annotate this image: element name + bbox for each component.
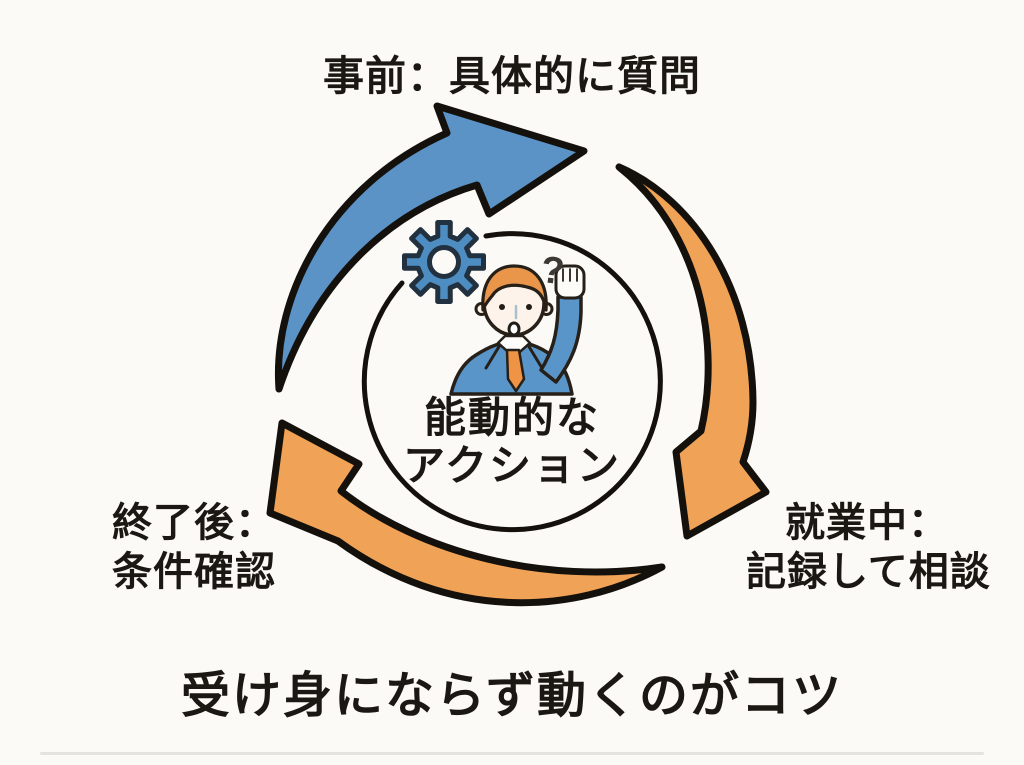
gear-icon (402, 220, 486, 304)
necktie (505, 348, 526, 393)
bottom-tagline-text: 受け身にならず動くのがコツ (180, 669, 844, 723)
arrow-bottom-after (266, 419, 666, 607)
eye-left (499, 304, 505, 310)
gear-hole (427, 245, 461, 279)
label-step-during-line1: 就業中： (785, 501, 949, 545)
label-step-after: 終了後： 条件確認 (112, 499, 276, 597)
label-step-during-line2: 記録して相談 (746, 549, 991, 594)
eye-right (526, 304, 532, 310)
label-step-during: 就業中： 記録して相談 (746, 499, 991, 597)
center-label-line1: 能動的な (423, 394, 600, 441)
arrow-top-before (274, 102, 588, 393)
label-step-after-line1: 終了後： (112, 501, 276, 545)
hair (481, 264, 548, 312)
question-mark: ? (538, 249, 566, 294)
center-label: 能動的な アクション (0, 394, 1024, 490)
raised-arm (539, 295, 583, 384)
center-label-line2: アクション (403, 441, 621, 489)
label-step-before: 事前：具体的に質問 (0, 42, 1024, 102)
inner-circle (361, 231, 663, 533)
label-step-before-text: 事前：具体的に質問 (323, 53, 701, 99)
bottom-edge-artifact (40, 752, 984, 755)
arrow-right-during (615, 163, 770, 540)
suit-lapels (484, 343, 544, 370)
bottom-tagline: 受け身にならず動くのがコツ (0, 656, 1024, 727)
person-raising-hand-icon (449, 264, 586, 396)
hand-fingers (562, 268, 578, 282)
mouth-open (507, 321, 521, 337)
label-step-after-line2: 条件確認 (112, 549, 276, 594)
